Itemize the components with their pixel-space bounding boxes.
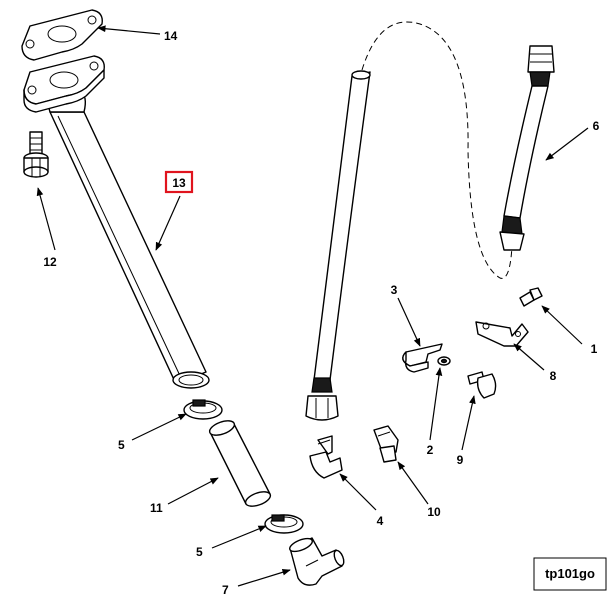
hose-part-11 xyxy=(208,420,272,507)
stud-nut-part-12 xyxy=(23,131,49,178)
figure-id: tp101go xyxy=(545,566,595,581)
callout-2[interactable]: 2 xyxy=(427,443,434,457)
callout-4[interactable]: 4 xyxy=(377,514,384,528)
hose-clamp-lower-part-5 xyxy=(264,514,304,534)
callout-13-highlight xyxy=(164,170,194,194)
callout-11[interactable]: 11 xyxy=(150,501,163,515)
leader-lines xyxy=(36,25,589,587)
figure-id-box: tp101go xyxy=(533,557,607,591)
callout-labels: 14 13 12 5 11 5 7 4 10 2 9 3 1 8 6 xyxy=(43,29,599,597)
bolt-part-9 xyxy=(467,371,497,399)
callout-5-upper[interactable]: 5 xyxy=(118,438,125,452)
callout-7[interactable]: 7 xyxy=(222,583,229,597)
washer-part-2 xyxy=(437,356,451,366)
gasket-part-14 xyxy=(21,9,103,61)
callout-3[interactable]: 3 xyxy=(391,283,398,297)
elbow-fitting-part-10 xyxy=(373,425,399,463)
hose-clamp-upper-part-5 xyxy=(183,399,223,420)
elbow-fitting-part-4 xyxy=(309,435,343,479)
callout-9[interactable]: 9 xyxy=(457,453,464,467)
bracket-part-8 xyxy=(475,321,529,347)
callout-13[interactable]: 13 xyxy=(172,176,186,190)
bolt-part-1 xyxy=(519,287,543,307)
drain-tube-part-13 xyxy=(23,55,210,389)
clamp-part-3 xyxy=(402,343,443,373)
callout-10[interactable]: 10 xyxy=(427,505,441,519)
center-hose-assembly xyxy=(305,70,371,421)
callout-14[interactable]: 14 xyxy=(164,29,178,43)
hose-part-6 xyxy=(499,45,555,251)
phantom-line xyxy=(361,21,513,279)
callout-8[interactable]: 8 xyxy=(550,369,557,383)
callout-12[interactable]: 12 xyxy=(43,255,57,269)
callout-1[interactable]: 1 xyxy=(591,342,598,356)
callout-6[interactable]: 6 xyxy=(593,119,600,133)
callout-5-lower[interactable]: 5 xyxy=(196,545,203,559)
elbow-part-7 xyxy=(289,537,345,586)
